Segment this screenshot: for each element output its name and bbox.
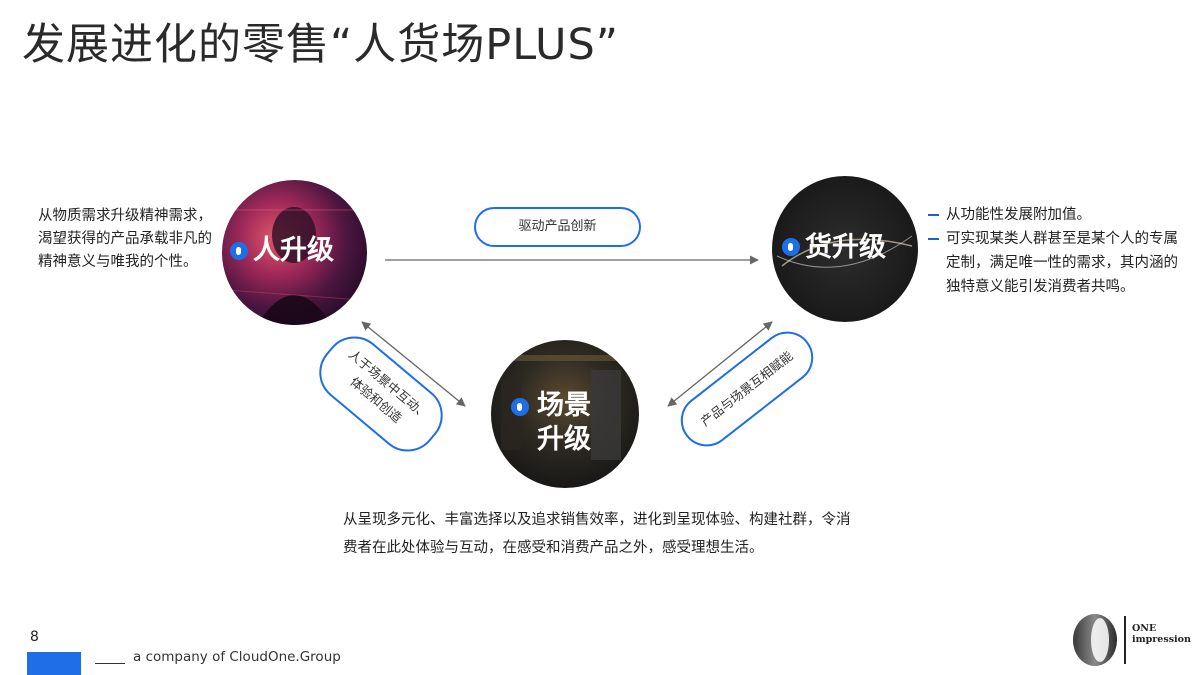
goods-swirl-decoration <box>776 235 913 268</box>
scene-upgrade-label-line2: 升级 <box>537 424 591 455</box>
goods-upgrade-label: 货升级 <box>805 232 886 263</box>
page-title: 发展进化的零售“人货场PLUS” <box>22 20 620 70</box>
scene-description: 从呈现多元化、丰富选择以及追求销售效率，进化到呈现体验、构建社群，令消费者在此处… <box>343 512 851 556</box>
goods-description-list: 从功能性发展附加值。 可实现某类人群甚至是某个人的专属定制，满足唯一性的需求，其… <box>928 203 1178 299</box>
logo-divider <box>1124 616 1126 664</box>
page-number: 8 <box>30 629 39 645</box>
goods-bullet-2: 可实现某类人群甚至是某个人的专属定制，满足唯一性的需求，其内涵的独特意义能引发消… <box>928 227 1178 299</box>
scene-upgrade-label-line1: 场景 <box>537 390 591 421</box>
people-description: 从物质需求升级精神需求，渴望获得的产品承载非凡的精神意义与唯我的个性。 <box>38 208 212 270</box>
footer-company-text: a company of CloudOne.Group <box>133 649 341 665</box>
node-marker-icon <box>511 398 529 416</box>
arrow-goods-scene <box>667 321 773 407</box>
scene-photo-decoration <box>501 355 621 460</box>
dash-icon <box>928 238 939 240</box>
node-marker-icon <box>782 238 800 256</box>
dash-icon <box>928 214 939 216</box>
goods-bullet-1: 从功能性发展附加值。 <box>928 203 1178 227</box>
brand-color-block <box>27 652 81 675</box>
goods-upgrade-node: 货升级 <box>772 176 918 322</box>
node-marker-icon <box>230 242 248 260</box>
edge-label-people-goods: 驱动产品创新 <box>474 207 641 247</box>
people-photo-decoration <box>226 207 363 325</box>
people-upgrade-label: 人升级 <box>253 235 334 266</box>
arrow-people-scene <box>361 321 466 407</box>
one-impression-logo-icon <box>1073 614 1117 666</box>
scene-upgrade-node: 场景 升级 <box>491 340 639 488</box>
footer-divider <box>95 663 125 664</box>
logo-wordmark: ONE impression <box>1132 623 1191 645</box>
people-upgrade-node: 人升级 <box>222 180 367 325</box>
